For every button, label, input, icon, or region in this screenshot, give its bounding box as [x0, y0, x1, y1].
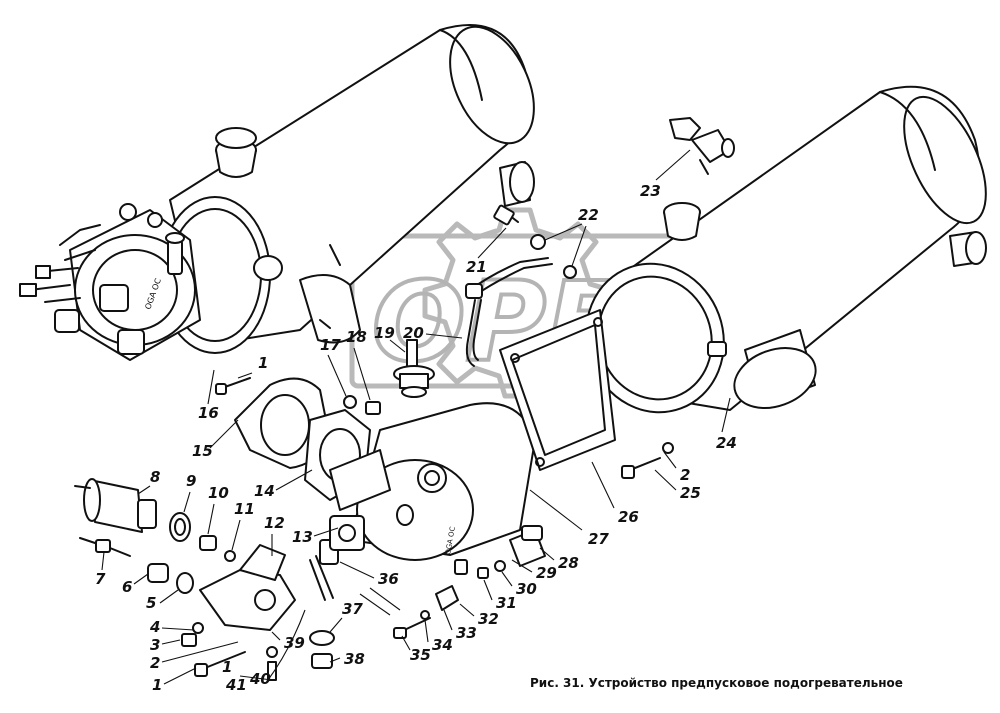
callout-1a: 1	[258, 354, 268, 372]
callout-2b: 2	[150, 654, 160, 672]
callout-32: 32	[478, 610, 499, 628]
callout-13: 13	[292, 528, 313, 546]
fuel-pipe	[465, 204, 577, 367]
glow-plug	[393, 339, 435, 398]
callout-29: 29	[536, 564, 557, 582]
figure-caption: Рис. 31. Устройство предпусковое подогре…	[530, 676, 903, 690]
heater-boiler-right	[585, 85, 987, 414]
callout-20: 20	[403, 324, 424, 342]
callout-1c: 1	[222, 658, 232, 676]
callout-22: 22	[578, 206, 599, 224]
circulation-pump: OGA OC	[329, 402, 536, 561]
callout-18: 18	[346, 328, 367, 346]
gasket-plate	[499, 309, 616, 471]
callout-37: 37	[342, 600, 363, 618]
callout-39: 39	[284, 634, 305, 652]
callout-25: 25	[680, 484, 701, 502]
callout-11: 11	[234, 500, 255, 518]
fuel-filter	[74, 478, 157, 533]
callout-26: 26	[618, 508, 639, 526]
callout-14: 14	[254, 482, 275, 500]
callouts: 1 16 15 17 18 19 20 21 22 23 24 25 2 26 …	[95, 149, 737, 694]
callout-33: 33	[456, 624, 477, 642]
callout-8: 8	[150, 468, 160, 486]
callout-4: 4	[149, 618, 160, 636]
callout-10: 10	[208, 484, 229, 502]
callout-31: 31	[496, 594, 517, 612]
callout-6: 6	[122, 578, 132, 596]
callout-34: 34	[432, 636, 453, 654]
callout-2a: 2	[680, 466, 690, 484]
callout-15: 15	[192, 442, 213, 460]
callout-35: 35	[410, 646, 431, 664]
callout-41: 41	[225, 676, 247, 694]
callout-1b: 1	[152, 676, 162, 694]
callout-7: 7	[95, 570, 106, 588]
callout-28: 28	[558, 554, 579, 572]
callout-36: 36	[378, 570, 399, 588]
callout-9: 9	[186, 472, 196, 490]
callout-17: 17	[320, 336, 341, 354]
small-parts	[79, 244, 674, 681]
heater-boiler-left: OGA OC	[19, 24, 535, 361]
callout-16: 16	[198, 404, 219, 422]
callout-30: 30	[516, 580, 537, 598]
callout-27: 27	[588, 530, 609, 548]
callout-12: 12	[264, 514, 285, 532]
callout-24: 24	[716, 434, 737, 452]
callout-19: 19	[374, 324, 395, 342]
drain-cock	[669, 117, 735, 175]
callout-38: 38	[344, 650, 365, 668]
callout-5: 5	[146, 594, 156, 612]
callout-3: 3	[150, 636, 160, 654]
callout-21: 21	[466, 258, 487, 276]
callout-23: 23	[640, 182, 661, 200]
